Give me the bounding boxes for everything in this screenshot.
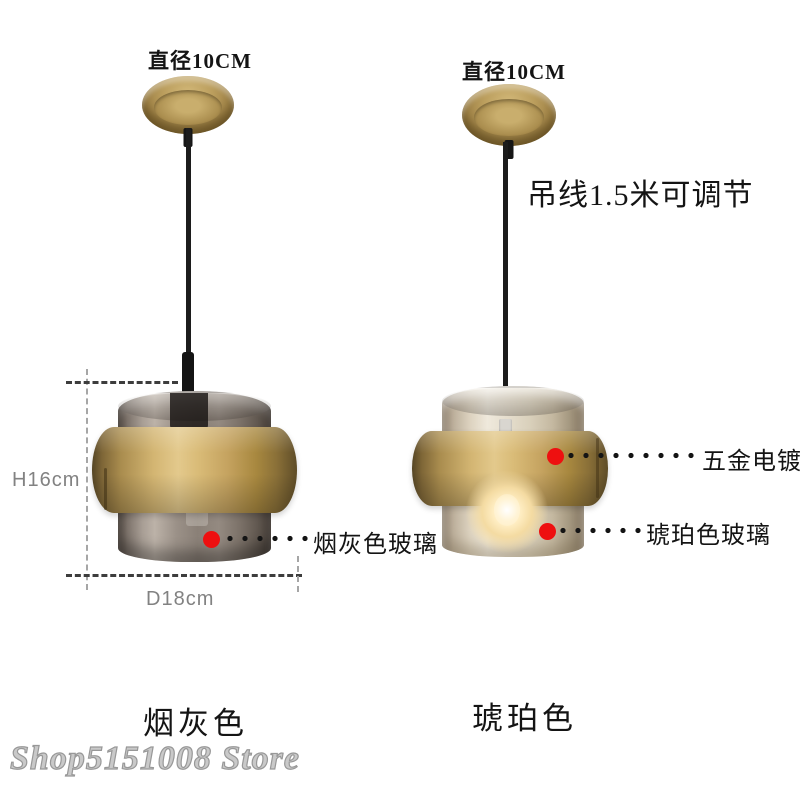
amber-glass-leader-dots — [559, 526, 643, 535]
right-ceiling-canopy — [462, 84, 556, 159]
width-dimension-label: D18cm — [146, 588, 215, 610]
width-dimension-line — [66, 574, 302, 577]
left-variant-name: 烟灰色 — [143, 706, 248, 741]
left-diameter-label: 直径10CM — [148, 49, 252, 73]
right-band-slit — [596, 438, 599, 498]
left-inner-socket — [170, 393, 208, 431]
amber-glass-callout-label: 琥珀色玻璃 — [646, 523, 771, 549]
height-dimension-top-tick — [66, 381, 178, 384]
smoke-glass-leader-dots — [226, 534, 312, 543]
height-dimension-line — [86, 369, 88, 590]
height-dimension-label: H16cm — [12, 469, 81, 491]
wire-adjustable-note: 吊线1.5米可调节 — [527, 179, 754, 212]
right-cord-connector — [504, 140, 514, 159]
store-watermark: Shop5151008 Store — [9, 739, 300, 777]
amber-glass-callout-dot-icon — [539, 523, 556, 540]
left-band-slit — [104, 468, 107, 510]
right-variant-name: 琥珀色 — [472, 701, 577, 736]
right-cord — [503, 142, 508, 428]
smoke-glass-callout-label: 烟灰色玻璃 — [313, 532, 438, 558]
left-cord — [186, 128, 191, 368]
left-brass-band — [92, 427, 297, 513]
right-diameter-label: 直径10CM — [462, 60, 566, 84]
right-socket-connector — [499, 419, 512, 434]
smoke-glass-callout-dot-icon — [203, 531, 220, 548]
right-bulb-core — [494, 494, 520, 526]
width-dimension-right-tick — [297, 556, 299, 592]
left-ceiling-canopy — [142, 76, 234, 147]
right-canopy-inner-ring — [474, 98, 544, 137]
left-cord-plug — [182, 352, 194, 398]
left-canopy-inner-ring — [153, 89, 223, 125]
hardware-callout-dot-icon — [547, 448, 564, 465]
hardware-callout-label: 五金电镀 — [702, 449, 800, 475]
right-glass-top-rim — [442, 386, 584, 416]
hardware-leader-dots — [567, 451, 699, 460]
